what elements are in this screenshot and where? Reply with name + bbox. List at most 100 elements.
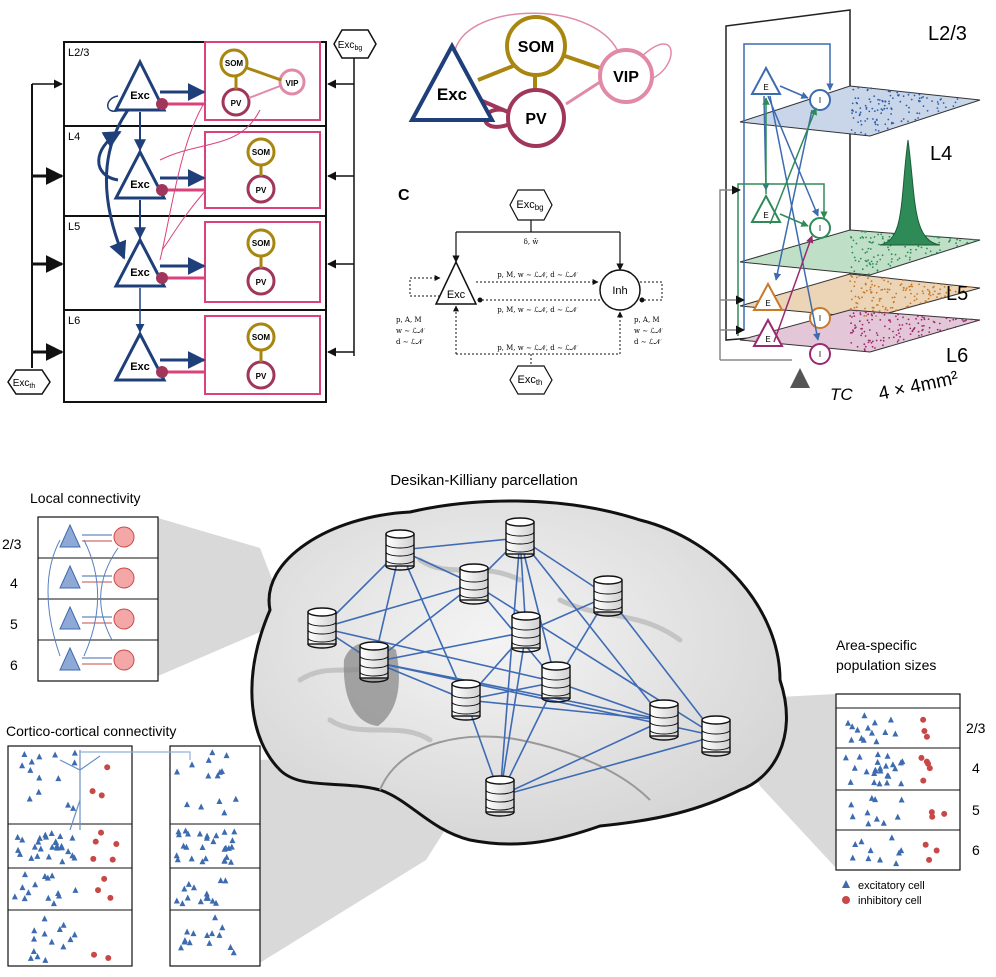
network-edge xyxy=(373,583,475,663)
network-edge xyxy=(499,719,665,797)
speckle xyxy=(887,90,890,93)
cortico-right-exc-cell xyxy=(214,772,221,779)
speckle xyxy=(937,103,940,105)
speckle xyxy=(864,104,867,107)
speckle xyxy=(867,273,870,275)
c-right-param-0: p, A, M xyxy=(634,316,660,324)
speckle xyxy=(889,282,892,285)
speckle xyxy=(873,284,876,287)
svg-text:SOM: SOM xyxy=(252,333,271,342)
cortico-right-exc-cell xyxy=(228,858,235,865)
area-exc-cell xyxy=(842,754,849,761)
speckle xyxy=(871,242,873,244)
cortico-left-exc-cell xyxy=(70,804,77,811)
svg-text:VIP: VIP xyxy=(286,79,300,88)
svg-text:Exc: Exc xyxy=(130,267,150,279)
cortico-right-exc-cell xyxy=(199,844,206,851)
layer-label-l6: L6 xyxy=(68,315,80,327)
cortico-right-exc-cell xyxy=(188,761,195,768)
cortico-left-exc-cell xyxy=(60,943,67,950)
speckle xyxy=(880,112,883,115)
area-exc-cell xyxy=(876,780,883,787)
area-cylinder-icon xyxy=(485,775,515,817)
speckle xyxy=(859,107,862,109)
speckle xyxy=(908,106,910,109)
speckle xyxy=(908,285,911,288)
svg-text:SOM: SOM xyxy=(252,148,271,157)
speckle xyxy=(954,290,957,293)
speckle xyxy=(887,246,889,249)
speckle xyxy=(850,322,852,325)
cortico-right-exc-cell xyxy=(231,828,238,835)
speckle xyxy=(909,327,912,330)
network-edge xyxy=(497,631,527,797)
cortico-left-exc-cell xyxy=(55,892,62,899)
speckle xyxy=(864,345,867,348)
cortico-right-exc-cell xyxy=(179,900,186,907)
speckle xyxy=(926,247,928,250)
speckle xyxy=(921,325,924,327)
speckle xyxy=(949,237,952,240)
speckle xyxy=(855,326,857,329)
speckle xyxy=(856,302,859,305)
area-exc-cell xyxy=(892,730,899,737)
cortico-right-exc-cell xyxy=(184,801,191,808)
speckle xyxy=(858,114,861,117)
speckle xyxy=(881,277,883,280)
speckle xyxy=(909,289,911,291)
cortico-right-exc-cell xyxy=(188,855,195,862)
cortico-right-exc-cell xyxy=(190,884,197,891)
area-exc-cell xyxy=(865,820,872,827)
cortico-left-inh-cell xyxy=(92,838,99,845)
cortico-right-exc-cell xyxy=(206,939,213,946)
speckle xyxy=(881,312,883,315)
area-inh-cell xyxy=(920,716,927,723)
cortico-right-exc-cell xyxy=(209,930,216,937)
speckle xyxy=(881,288,884,291)
exc-bg-node: Excbg xyxy=(333,29,377,59)
speckle xyxy=(918,93,921,96)
bottom-panel: Desikan-Killiany parcellation Local conn… xyxy=(2,472,986,967)
speckle xyxy=(883,311,886,314)
speckle xyxy=(902,338,905,341)
legend-inh-icon xyxy=(842,896,850,904)
area-exc-cell xyxy=(865,855,872,862)
speckle xyxy=(850,236,853,239)
speckle xyxy=(873,95,876,98)
cortico-right-exc-cell xyxy=(221,809,228,816)
speckle xyxy=(877,103,880,105)
svg-text:VIP: VIP xyxy=(613,69,639,86)
speckle xyxy=(933,285,935,288)
cortico-right-exc-cell xyxy=(173,897,180,904)
speckle xyxy=(858,260,860,263)
area-exc-cell xyxy=(872,767,879,774)
speckle xyxy=(874,347,876,349)
speckle xyxy=(908,323,911,326)
speckle xyxy=(901,324,904,326)
cortico-right-exc-cell xyxy=(216,931,223,938)
area-cells xyxy=(842,712,948,867)
speckle xyxy=(905,104,908,107)
speckle xyxy=(870,341,873,344)
speckle xyxy=(853,281,856,283)
pv-node-l4: PV xyxy=(246,174,276,204)
speckle xyxy=(853,315,856,317)
network-edge xyxy=(321,583,475,630)
speckle xyxy=(867,313,870,316)
speckle xyxy=(886,288,889,291)
area-exc-cell xyxy=(852,841,859,848)
speckle xyxy=(871,345,874,348)
cortico-right-exc-cell xyxy=(185,880,192,887)
cortico-right-exc-cell xyxy=(203,834,210,841)
speckle xyxy=(912,328,915,331)
speckle xyxy=(975,239,978,242)
speckle xyxy=(886,107,888,110)
d-tc-triangle xyxy=(790,368,810,388)
speckle xyxy=(857,121,859,123)
speckle xyxy=(906,251,909,254)
speckle xyxy=(931,254,933,256)
speckle xyxy=(876,269,879,272)
speckle xyxy=(895,292,898,295)
speckle xyxy=(916,315,919,318)
speckle xyxy=(922,292,925,295)
